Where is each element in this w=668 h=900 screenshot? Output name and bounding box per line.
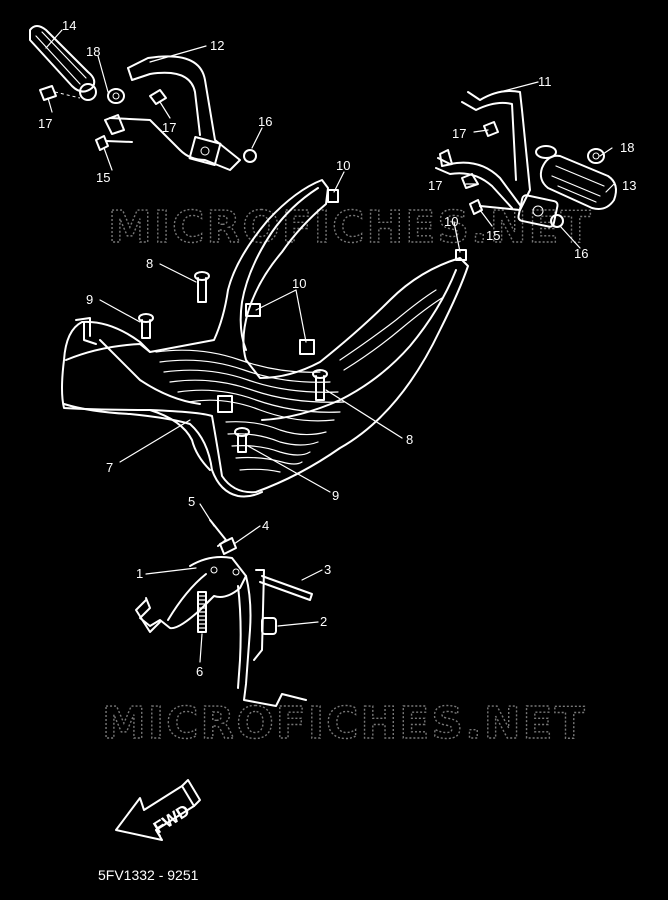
- callout-14: 14: [62, 18, 76, 33]
- right-footpeg: [535, 145, 617, 210]
- callout-7: 7: [106, 460, 113, 475]
- right-bolt-17b: [461, 173, 479, 189]
- callout-6: 6: [196, 664, 203, 679]
- left-nut-16: [243, 149, 257, 163]
- right-footrest-assembly: [435, 90, 617, 228]
- right-bolt-15: [469, 199, 521, 215]
- callout-1: 1: [136, 566, 143, 581]
- callout-12: 12: [210, 38, 224, 53]
- callout-3: 3: [324, 562, 331, 577]
- left-bolt-15: [95, 135, 133, 151]
- leader-lines: [45, 29, 615, 663]
- callout-17-right-b: 17: [428, 178, 442, 193]
- callout-16-left: 16: [258, 114, 272, 129]
- callout-11: 11: [538, 74, 552, 89]
- right-washer-18: [587, 148, 605, 164]
- callout-18-left: 18: [86, 44, 100, 59]
- watermark-bottom: MICROFICHES.NET: [102, 698, 587, 749]
- callout-9-lower: 9: [332, 488, 339, 503]
- left-footrest-assembly: [29, 25, 257, 171]
- footrest-board: [61, 179, 469, 498]
- main-stand: [135, 556, 307, 707]
- fwd-label: FWD: [150, 801, 193, 838]
- stand-shaft: [259, 575, 313, 601]
- callout-15-right: 15: [486, 228, 500, 243]
- screw-8-upper: [194, 271, 210, 303]
- right-nut-16: [550, 214, 564, 228]
- clip-10-top: [327, 189, 339, 203]
- callout-8-upper: 8: [146, 256, 153, 271]
- callout-18-right: 18: [620, 140, 634, 155]
- left-footrest-bracket: [104, 55, 241, 171]
- right-footrest-bracket: [435, 90, 559, 228]
- callout-9-upper: 9: [86, 292, 93, 307]
- callout-4: 4: [262, 518, 269, 533]
- callout-16-right: 16: [574, 246, 588, 261]
- diagram-code: 5FV1332 - 9251: [98, 867, 199, 883]
- stand-stopper: [261, 617, 277, 635]
- main-stand-assembly: [135, 519, 313, 707]
- clip-10-center: [299, 339, 315, 355]
- left-footpeg: [29, 25, 97, 101]
- screw-9-lower: [234, 427, 250, 453]
- callout-17-left-b: 17: [162, 120, 176, 135]
- right-bolt-17a: [483, 121, 499, 137]
- tab-left: [217, 395, 233, 413]
- clip-10-left: [245, 303, 261, 317]
- callout-2: 2: [320, 614, 327, 629]
- callout-5: 5: [188, 494, 195, 509]
- callout-17-right-a: 17: [452, 126, 466, 141]
- callouts: 14 18 12 17 17 16 15 11 17 18 17 13 15 1…: [38, 18, 636, 679]
- fwd-arrow: FWD: [115, 779, 201, 841]
- screw-9-upper: [138, 313, 154, 339]
- callout-10-top: 10: [336, 158, 350, 173]
- callout-13: 13: [622, 178, 636, 193]
- callout-17-left-a: 17: [38, 116, 52, 131]
- callout-8-lower: 8: [406, 432, 413, 447]
- stand-pin: [219, 537, 237, 555]
- stand-clip: [209, 519, 227, 547]
- clip-10-right: [455, 249, 467, 261]
- callout-15-left: 15: [96, 170, 110, 185]
- callout-10-center: 10: [292, 276, 306, 291]
- floor-ribs: [155, 289, 443, 473]
- left-bolt-17b: [149, 89, 167, 105]
- left-bolt-17a: [39, 85, 81, 101]
- screw-8-lower: [312, 369, 328, 401]
- left-washer-18: [107, 88, 125, 104]
- stand-spring: [197, 591, 207, 633]
- callout-10-right: 10: [444, 214, 458, 229]
